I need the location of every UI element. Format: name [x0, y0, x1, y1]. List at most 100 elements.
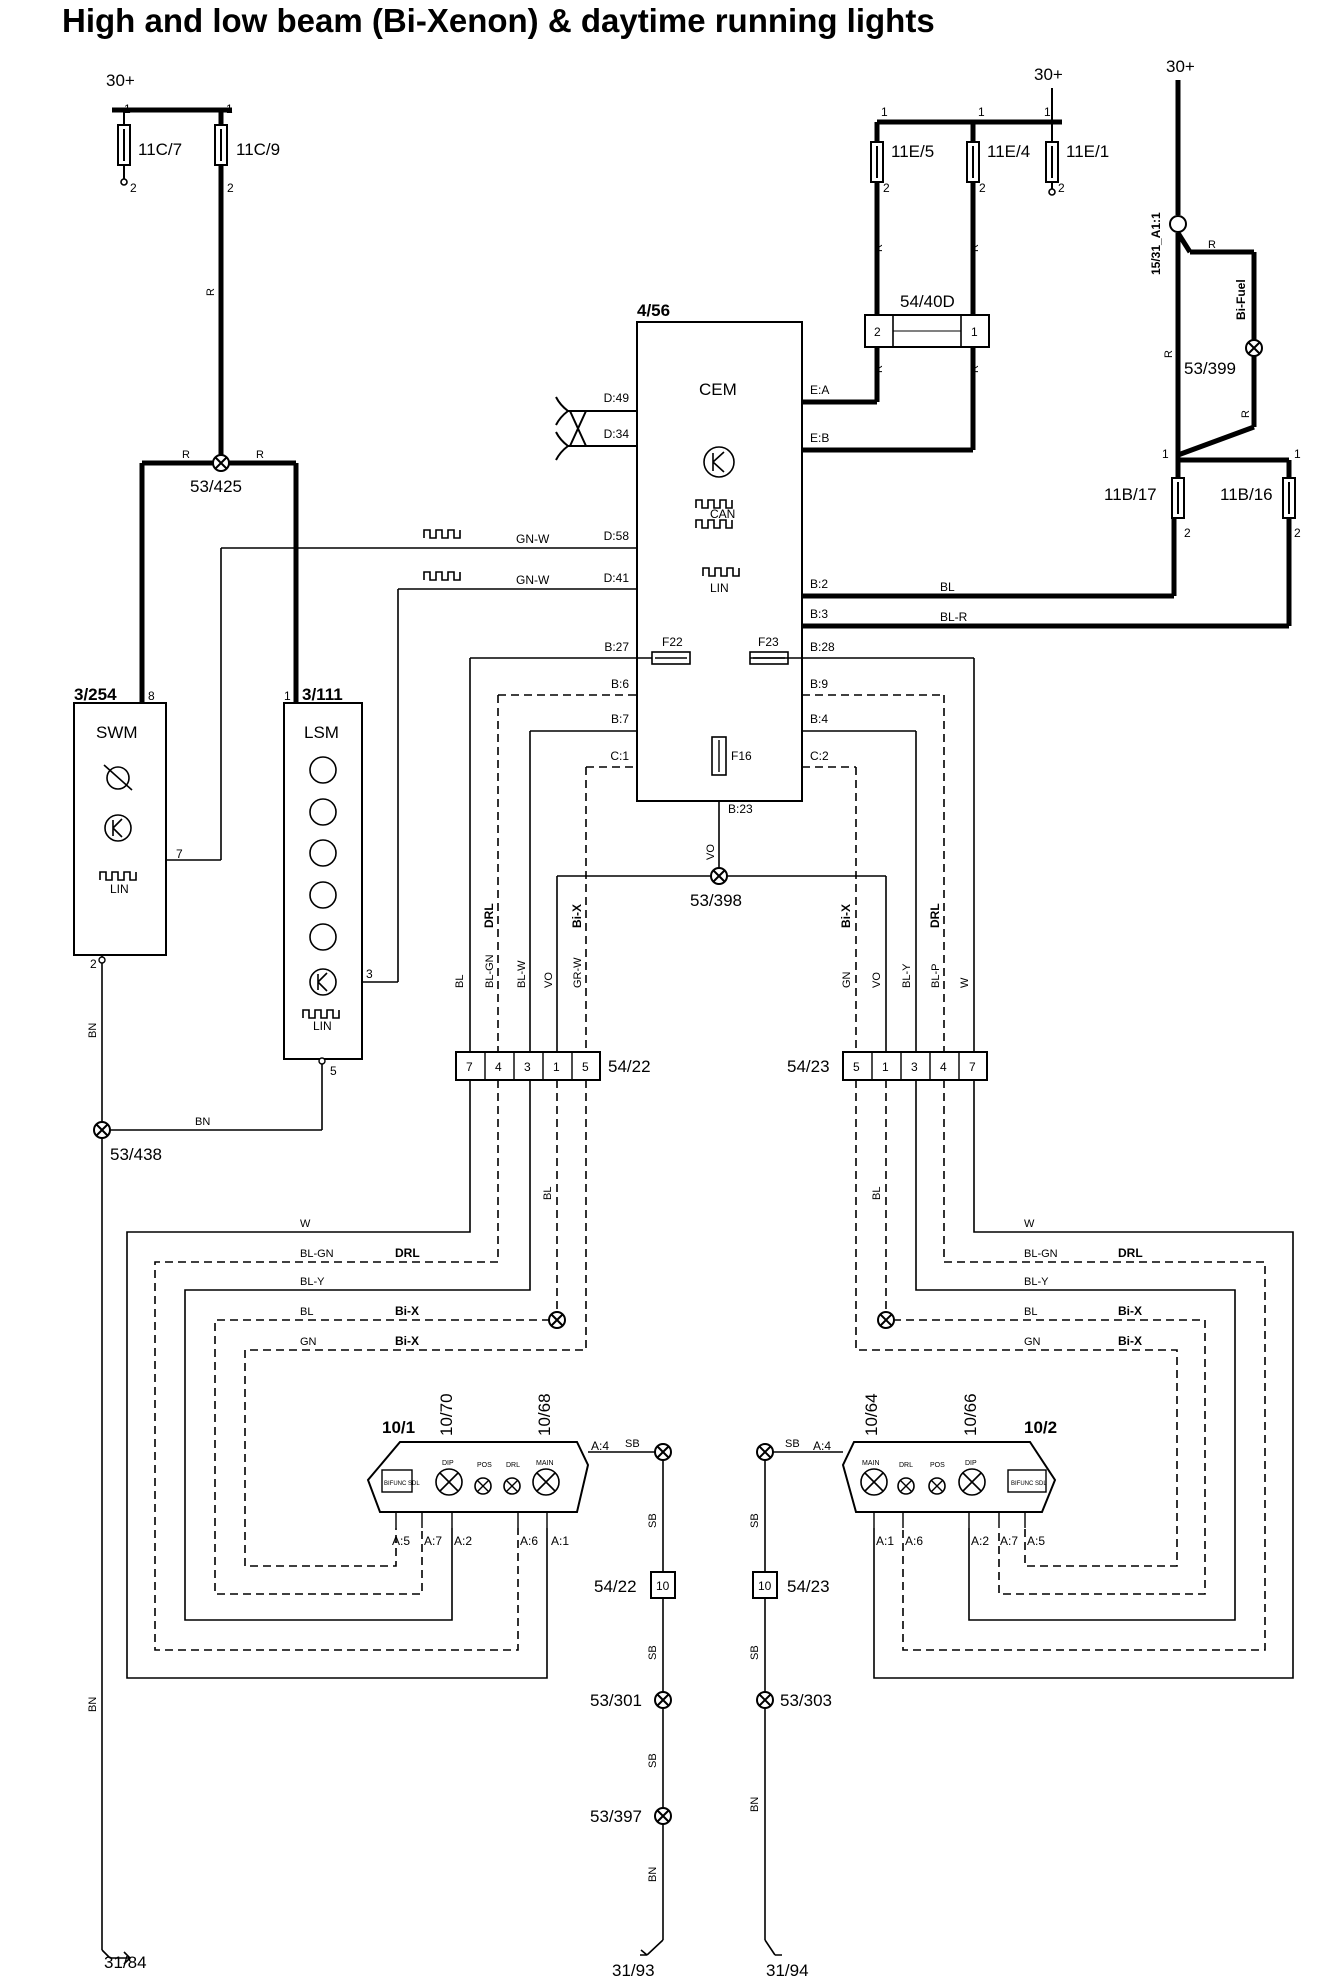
- splice-53-399-symbol: [1245, 339, 1263, 357]
- fuse-f22-label: F22: [662, 635, 683, 649]
- wire-color-label: R: [1208, 239, 1216, 251]
- pin-label: A:6: [520, 1534, 538, 1548]
- swm-name: SWM: [96, 723, 138, 742]
- fuse-11e4-label: 11E/4: [987, 142, 1030, 161]
- fuse-11e4-symbol: [966, 141, 980, 183]
- wire-color-label: SB: [647, 1645, 659, 1660]
- pin-label: 1: [226, 102, 233, 116]
- splice-bl-right-symbol: [877, 1311, 895, 1329]
- headlamp-left: [366, 1441, 590, 1528]
- pin-label: B:27: [604, 640, 629, 654]
- function-label: Bi-X: [1118, 1304, 1142, 1318]
- wire-color-label: BL: [871, 1187, 883, 1200]
- headlamp-left-id: 10/1: [382, 1418, 415, 1437]
- pin-label: 1: [284, 689, 291, 703]
- ground-31-84-label: 31/84: [104, 1953, 147, 1972]
- connector-54-22-label: 54/22: [608, 1057, 651, 1076]
- wire-color-label: SB: [749, 1645, 761, 1660]
- wire-color-label: GR-W: [572, 957, 584, 988]
- pin-label: 7: [466, 1060, 473, 1074]
- splice-a4-right-symbol: [756, 1443, 774, 1461]
- swm-module: [73, 702, 167, 956]
- fuse-f23-label: F23: [758, 635, 779, 649]
- pin-label: D:58: [604, 529, 630, 543]
- wire-color-label: VO: [871, 972, 883, 988]
- pin-label: D:34: [604, 427, 630, 441]
- pin-label: D:41: [604, 571, 630, 585]
- fuse-f16-label: F16: [731, 749, 752, 763]
- splice-53-438-symbol: [93, 1121, 111, 1139]
- wire-color-label: BL: [454, 975, 466, 988]
- bulb-type-label: MAIN: [536, 1460, 554, 1467]
- pin-label: A:4: [591, 1439, 609, 1453]
- pin-label: 10: [656, 1579, 670, 1593]
- pin-label: 7: [176, 847, 183, 861]
- signal-wave-icon: [423, 571, 461, 581]
- wire-color-label: SB: [647, 1753, 659, 1768]
- wire-color-label: GN-W: [516, 532, 550, 546]
- cem-id: 4/56: [637, 301, 670, 320]
- wire-color-label: BL-Y: [1024, 1276, 1049, 1288]
- wire-color-label: R: [873, 244, 885, 252]
- bulb-label: 10/70: [437, 1393, 456, 1436]
- wire-color-label: W: [959, 977, 971, 988]
- pin-label: 1: [882, 1060, 889, 1074]
- bulb-type-label: DRL: [899, 1462, 913, 1469]
- connector-54-23-sb-label: 54/23: [787, 1577, 830, 1596]
- pin-label: 8: [148, 689, 155, 703]
- wire-color-label: BN: [87, 1023, 99, 1038]
- lsm-name: LSM: [304, 723, 339, 742]
- wire-color-label: SB: [647, 1513, 659, 1528]
- wire-color-label: BL-R: [940, 610, 968, 624]
- pin-label: A:7: [424, 1534, 442, 1548]
- connector-54-40d: [864, 314, 990, 348]
- lsm-module: [283, 702, 363, 1060]
- wire-color-label: R: [1163, 350, 1175, 358]
- pin-label: 1: [124, 102, 131, 116]
- function-label: DRL: [395, 1246, 420, 1260]
- pin-label: 4: [495, 1060, 502, 1074]
- pin-label: E:A: [810, 383, 829, 397]
- bulb-type-label: DRL: [506, 1462, 520, 1469]
- left-harness: [126, 1080, 587, 1679]
- bifunc-label: BIFUNC SDL: [384, 1481, 420, 1487]
- supply-mid-label: 30+: [1034, 65, 1063, 84]
- wire-color-label: BL-GN: [484, 954, 496, 988]
- right-supply: [1175, 80, 1292, 478]
- function-label: DRL: [1118, 1246, 1143, 1260]
- fuse-11e5-label: 11E/5: [891, 142, 934, 161]
- splice-a4-left-symbol: [654, 1443, 672, 1461]
- lsm-id: 3/111: [302, 685, 343, 704]
- fuse-11b17-label: 11B/17: [1104, 485, 1157, 504]
- wire-color-label: GN: [1024, 1336, 1041, 1348]
- pin-label: D:49: [604, 391, 630, 405]
- connector-54-22: [455, 1051, 601, 1081]
- pin-label: A:5: [392, 1534, 410, 1548]
- pin-label: 2: [90, 957, 97, 971]
- supply-left-label: 30+: [106, 71, 135, 90]
- bifuel-label: Bi-Fuel: [1234, 279, 1248, 320]
- wire-color-label: BL-W: [516, 960, 528, 988]
- sb-ground-wires: [588, 1451, 843, 1956]
- ground-wires-left: [101, 955, 323, 1965]
- wire-color-label: R: [205, 288, 217, 296]
- lin-wave-icon: [99, 871, 137, 881]
- connector-54-22-sb-label: 54/22: [594, 1577, 637, 1596]
- function-label: DRL: [928, 903, 942, 928]
- pin-label: A:4: [813, 1439, 831, 1453]
- ignition-terminal: [1169, 215, 1187, 233]
- pin-label: 1: [1162, 447, 1169, 461]
- pin-label: B:2: [810, 577, 828, 591]
- splice-53-301-symbol: [654, 1691, 672, 1709]
- wire-color-label: BL: [1024, 1306, 1037, 1318]
- bulb-label: 10/66: [961, 1393, 980, 1436]
- wire-color-label: R: [873, 365, 885, 373]
- function-label: Bi-X: [570, 904, 584, 928]
- headlamp-right: [841, 1441, 1057, 1528]
- pin-label: 10: [758, 1579, 772, 1593]
- pin-label: 1: [881, 105, 888, 119]
- wire-color-label: BL: [542, 1187, 554, 1200]
- bulb-type-label: POS: [477, 1462, 492, 1469]
- splice-53-303-symbol: [756, 1691, 774, 1709]
- splice-53-425-label: 53/425: [190, 477, 242, 496]
